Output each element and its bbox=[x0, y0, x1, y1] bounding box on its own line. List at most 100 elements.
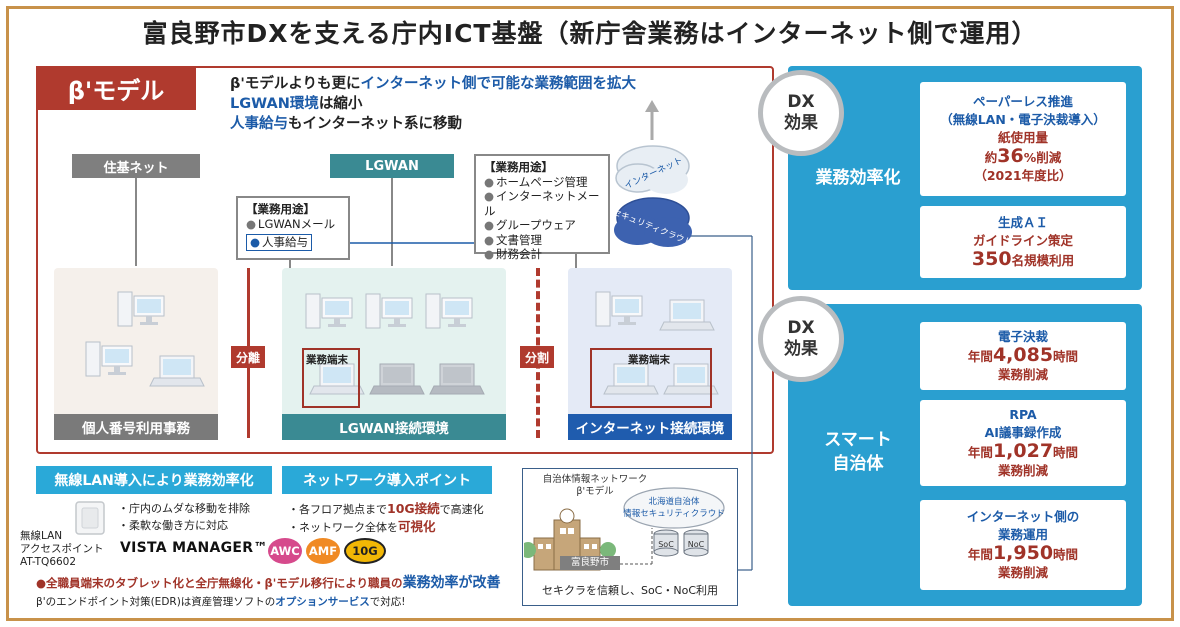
dx-circle-text: DX bbox=[787, 318, 815, 338]
card-line: 業務削減 bbox=[997, 367, 1048, 382]
env-internet-label: インターネット接続環境 bbox=[568, 414, 732, 440]
security-cloud-icon: 北海道自治体 情報セキュリティクラウド bbox=[623, 487, 725, 529]
desc1-b: インターネット側で可能な業務範囲を拡大 bbox=[360, 76, 637, 92]
card-subtitle: （無線LAN・電子決裁導入） bbox=[940, 112, 1106, 127]
desc3-a: 人事給与 bbox=[230, 116, 288, 132]
terminal-box-internet bbox=[590, 348, 712, 408]
desc3-b: もインターネット系に移動 bbox=[288, 116, 462, 132]
wlan-section-title: 無線LAN導入により業務効率化 bbox=[36, 466, 272, 494]
network-points: ・各フロア拠点まで10G接続で高速化 ・ネットワーク全体を可視化 bbox=[288, 500, 484, 536]
edr-text: β'のエンドポイント対策(EDR)は資産管理ソフトの bbox=[36, 596, 276, 608]
edr-text: で対応! bbox=[369, 596, 406, 608]
dx-category-line: 自治体 bbox=[832, 454, 884, 474]
awc-badge: AWC bbox=[268, 538, 302, 564]
secure-cloud-line-a: 北海道自治体 bbox=[648, 496, 700, 507]
card-unit: %削減 bbox=[1023, 150, 1062, 165]
ap-label-line: 無線LAN bbox=[20, 530, 63, 542]
jyuki-net-label: 住基ネット bbox=[72, 154, 200, 178]
usage-lgwan-header: 【業務用途】 bbox=[246, 202, 315, 216]
card-line: 紙使用量 bbox=[997, 130, 1048, 145]
city-name-label: 富良野市 bbox=[560, 556, 620, 570]
usage-internet-item: ホームページ管理 bbox=[496, 174, 588, 189]
dx-card-paperless: ペーパーレス推進 （無線LAN・電子決裁導入） 紙使用量 約36%削減 （202… bbox=[920, 82, 1126, 196]
laptop-icon bbox=[659, 299, 715, 331]
usage-internet-item: 文書管理 bbox=[496, 232, 543, 247]
laptop-icon bbox=[149, 355, 205, 387]
card-prefix: 約 bbox=[984, 150, 998, 165]
card-line: ガイドライン策定 bbox=[972, 233, 1073, 248]
clouds-graphic: インターネット セキュリティクラウド bbox=[611, 145, 693, 248]
card-line: 業務削減 bbox=[997, 463, 1048, 478]
card-unit: 時間 bbox=[1053, 445, 1079, 460]
card-subtitle: AI議事録作成 bbox=[984, 425, 1062, 440]
card-title: 生成ＡＩ bbox=[997, 215, 1048, 230]
lgwan-net-label: LGWAN bbox=[330, 154, 454, 178]
wlan-point: ・柔軟な働き方に対応 bbox=[118, 519, 228, 532]
usage-lgwan-item: 人事給与 bbox=[262, 235, 309, 249]
outer-frame bbox=[6, 6, 1174, 621]
net-point-text: ・ネットワーク全体を bbox=[288, 521, 398, 534]
card-title: ペーパーレス推進 bbox=[973, 94, 1073, 109]
dx-card-rpa: RPA AI議事録作成 年間1,027時間 業務削減 bbox=[920, 400, 1126, 486]
card-title: RPA bbox=[1009, 407, 1037, 422]
card-unit: 名規模利用 bbox=[1011, 253, 1075, 268]
page-title: 富良野市DXを支える庁内ICT基盤（新庁舎業務はインターネット側で運用） bbox=[142, 19, 1038, 48]
desktop-pc-icon bbox=[117, 291, 165, 327]
card-note: （2021年度比） bbox=[974, 168, 1072, 183]
card-title: 電子決裁 bbox=[997, 329, 1048, 344]
security-cloud-icon: セキュリティクラウド bbox=[611, 197, 693, 248]
dx-card-e-approval: 電子決裁 年間4,085時間 業務削減 bbox=[920, 322, 1126, 390]
10g-badge: 10G bbox=[344, 538, 386, 564]
summary-line: ●全職員端末のタブレット化と全庁無線化・β'モデル移行により職員の業務効率が改善 bbox=[36, 572, 501, 592]
dx-category-smart: スマート 自治体 bbox=[798, 428, 918, 476]
beta-model-tag: β'モデル bbox=[36, 66, 196, 110]
dx-circle-text: DX bbox=[787, 92, 815, 112]
card-unit: 時間 bbox=[1053, 547, 1079, 562]
ap-label-line: AT-TQ6602 bbox=[20, 556, 77, 568]
access-point-label: 無線LAN アクセスポイント AT-TQ6602 bbox=[20, 530, 103, 569]
card-value: 36 bbox=[997, 145, 1024, 167]
dx-circle-text: 効果 bbox=[784, 113, 818, 133]
ap-label-line: アクセスポイント bbox=[20, 543, 104, 555]
card-value: 4,085 bbox=[992, 344, 1054, 366]
database-icon: SoC NoC bbox=[653, 529, 709, 557]
net-point-text: ・各フロア拠点まで bbox=[288, 503, 387, 516]
net-point-highlight: 可視化 bbox=[398, 519, 436, 534]
desktop-pc-icon bbox=[365, 293, 413, 329]
terminal-box-lgwan bbox=[302, 348, 360, 408]
beta-description: β'モデルよりも更にインターネット側で可能な業務範囲を拡大 LGWAN環境は縮小… bbox=[230, 74, 636, 134]
card-value: 1,950 bbox=[992, 542, 1054, 564]
dx-effect-badge: DX 効果 bbox=[758, 70, 844, 156]
edr-highlight: オプションサービス bbox=[275, 596, 370, 608]
env-kojin-label: 個人番号利用事務 bbox=[54, 414, 218, 440]
internet-cloud-icon: インターネット bbox=[615, 145, 690, 194]
wlan-point: ・庁内のムダな移動を排除 bbox=[118, 502, 250, 515]
edr-line: β'のエンドポイント対策(EDR)は資産管理ソフトのオプションサービスで対応! bbox=[36, 594, 406, 609]
vista-manager-logo: VISTA MANAGER™ EX bbox=[120, 540, 294, 556]
net-point-text: で高速化 bbox=[439, 503, 484, 516]
dx-category-line: スマート bbox=[824, 430, 892, 450]
usage-internet-item: グループウェア bbox=[496, 218, 576, 232]
usage-internet-item: インターネットメール bbox=[484, 189, 600, 218]
secure-illustration: 北海道自治体 情報セキュリティクラウド SoC NoC bbox=[524, 487, 725, 571]
card-subtitle: 業務運用 bbox=[997, 527, 1048, 542]
terminal-label-internet: 業務端末 bbox=[628, 354, 670, 366]
secure-box-title: 自治体情報ネットワーク β'モデル bbox=[540, 474, 650, 498]
access-point-icon bbox=[75, 501, 105, 535]
dx-circle-text: 効果 bbox=[784, 339, 818, 359]
card-unit: 時間 bbox=[1053, 349, 1079, 364]
amf-badge: AMF bbox=[306, 538, 340, 564]
desktop-pc-icon bbox=[85, 341, 133, 377]
card-prefix: 年間 bbox=[967, 349, 993, 364]
net-point-highlight: 10G接続 bbox=[387, 501, 440, 516]
usage-box-internet: 【業務用途】 ●ホームページ管理 ●インターネットメール ●グループウェア ●文… bbox=[474, 154, 610, 261]
secure-cloud-line-b: 情報セキュリティクラウド bbox=[623, 508, 725, 519]
card-value: 350 bbox=[971, 248, 1012, 270]
summary-text: ●全職員端末のタブレット化と全庁無線化・β'モデル移行により職員の bbox=[36, 576, 403, 590]
secure-caption: セキクラを信頼し、SoC・NoC利用 bbox=[541, 584, 719, 597]
env-lgwan-label: LGWAN接続環境 bbox=[282, 414, 506, 440]
desc1-a: β'モデルよりも更に bbox=[230, 76, 361, 92]
desktop-pc-icon bbox=[305, 293, 353, 329]
usage-internet-item: 財務会計 bbox=[496, 247, 543, 261]
usage-internet-header: 【業務用途】 bbox=[484, 160, 553, 174]
